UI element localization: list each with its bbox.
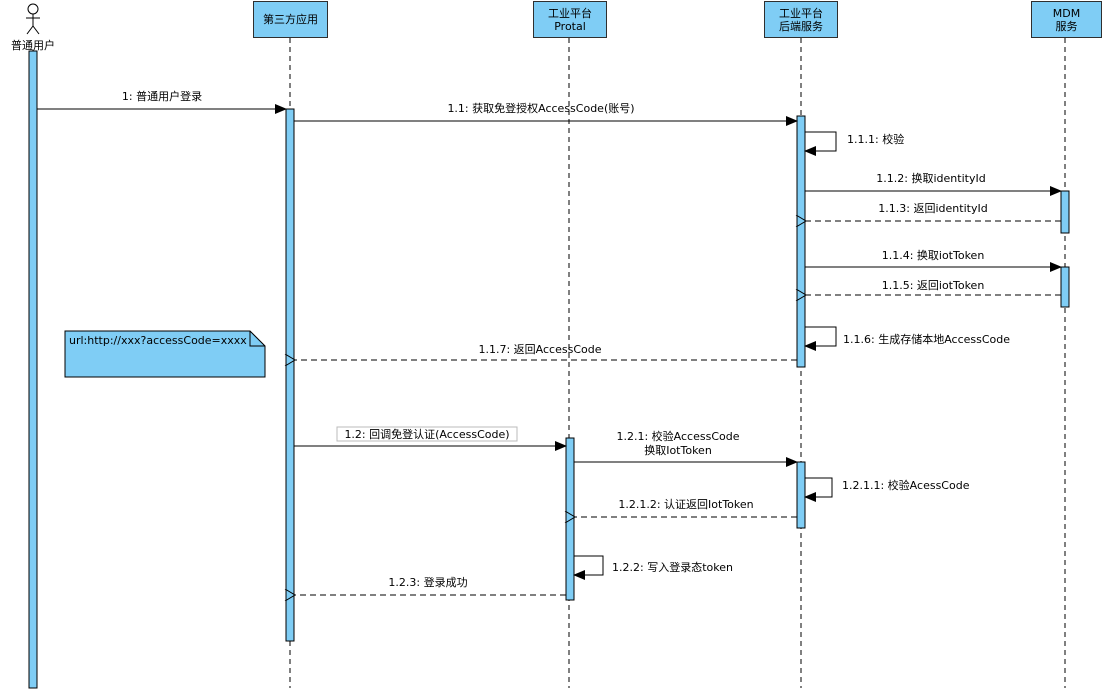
actor-label: 普通用户 <box>11 39 55 52</box>
label-m1_1_6: 1.1.6: 生成存储本地AccessCode <box>843 332 1010 346</box>
label-m1_2: 1.2: 回调免登认证(AccessCode) <box>344 427 509 441</box>
activation-backend-2 <box>796 461 806 529</box>
note: url:http://xxx?accessCode=xxxx <box>64 330 266 378</box>
activation-mdm-1 <box>1060 190 1070 234</box>
participant-mdm-line2: 服务 <box>1055 19 1078 33</box>
label-m1_2_1: 1.2.1: 校验AccessCode <box>616 429 739 443</box>
participant-backend-line1: 工业平台 <box>779 6 823 20</box>
label-m1_1: 1.1: 获取免登授权AccessCode(账号) <box>447 101 634 115</box>
arrow-m1_2_1_1 <box>804 477 833 502</box>
participant-backend-line2: 后端服务 <box>779 19 823 33</box>
participant-portal: 工业平台 Protal <box>533 1 607 38</box>
label-m1_1_3: 1.1.3: 返回identityId <box>878 202 987 215</box>
activation-user <box>28 50 38 689</box>
participant-mdm-line1: MDM <box>1052 6 1081 20</box>
label-box-m1_2 <box>336 426 518 442</box>
participant-third: 第三方应用 <box>253 1 328 38</box>
label-m1_2_1_2: 1.2.1.2: 认证返回IotToken <box>618 498 753 511</box>
participant-backend: 工业平台 后端服务 <box>764 1 838 38</box>
stick-figure-icon <box>26 3 40 35</box>
participant-third-line1: 第三方应用 <box>263 13 318 26</box>
label-m1_1_1: 1.1.1: 校验 <box>847 132 904 146</box>
arrow-m1_1_1 <box>804 131 837 156</box>
label-m1_2_2: 1.2.2: 写入登录态token <box>612 560 733 574</box>
note-text: url:http://xxx?accessCode=xxxx <box>69 334 247 347</box>
activation-backend-1 <box>796 115 806 368</box>
label-m1_2_1-line2: 换取IotToken <box>644 443 712 457</box>
label-m1_1_4: 1.1.4: 换取iotToken <box>882 248 985 262</box>
activation-mdm-2 <box>1060 266 1070 308</box>
arrow-m1_1_6 <box>804 326 837 351</box>
participant-portal-line1: 工业平台 <box>548 6 592 20</box>
label-m1_1_5: 1.1.5: 返回iotToken <box>882 279 985 292</box>
activation-third <box>285 108 295 642</box>
arrow-m1_2_2 <box>573 555 604 580</box>
participant-mdm: MDM 服务 <box>1031 1 1102 38</box>
label-m1_2_3: 1.2.3: 登录成功 <box>388 575 467 589</box>
participant-portal-line2: Protal <box>554 19 586 33</box>
activation-portal <box>565 437 575 601</box>
label-m1_1_2: 1.1.2: 换取identityId <box>876 171 985 185</box>
label-m1: 1: 普通用户登录 <box>122 89 202 103</box>
label-m1_2_1_1: 1.2.1.1: 校验AcessCode <box>842 478 970 492</box>
label-m1_1_7: 1.1.7: 返回AccessCode <box>478 343 601 356</box>
